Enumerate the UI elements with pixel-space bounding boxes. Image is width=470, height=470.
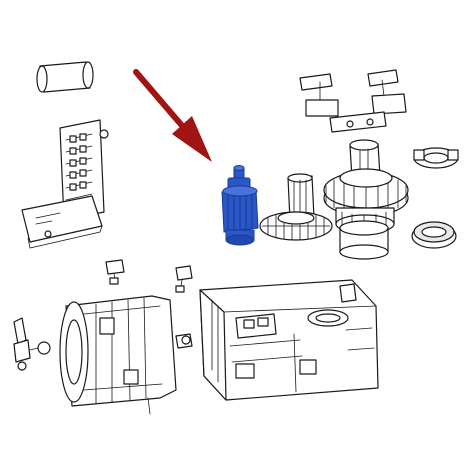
pinion-gear-icon[interactable] — [221, 165, 259, 246]
roller-part[interactable] — [36, 61, 94, 93]
control-board-part[interactable] — [21, 119, 109, 249]
limit-switch-part[interactable] — [299, 69, 407, 133]
bearing-ring-part[interactable] — [411, 221, 457, 249]
output-gear-part[interactable] — [323, 139, 409, 260]
clip-part-left[interactable] — [105, 259, 125, 285]
gearbox-housing-part[interactable] — [199, 279, 379, 401]
arrow-icon — [133, 69, 212, 162]
capacitor-part[interactable] — [13, 317, 51, 371]
terminal-block — [65, 133, 93, 201]
clip-part-right[interactable] — [175, 265, 193, 293]
motor-part[interactable] — [59, 295, 193, 415]
clamp-ring-part[interactable] — [413, 147, 459, 169]
small-gear-part[interactable] — [259, 173, 333, 241]
